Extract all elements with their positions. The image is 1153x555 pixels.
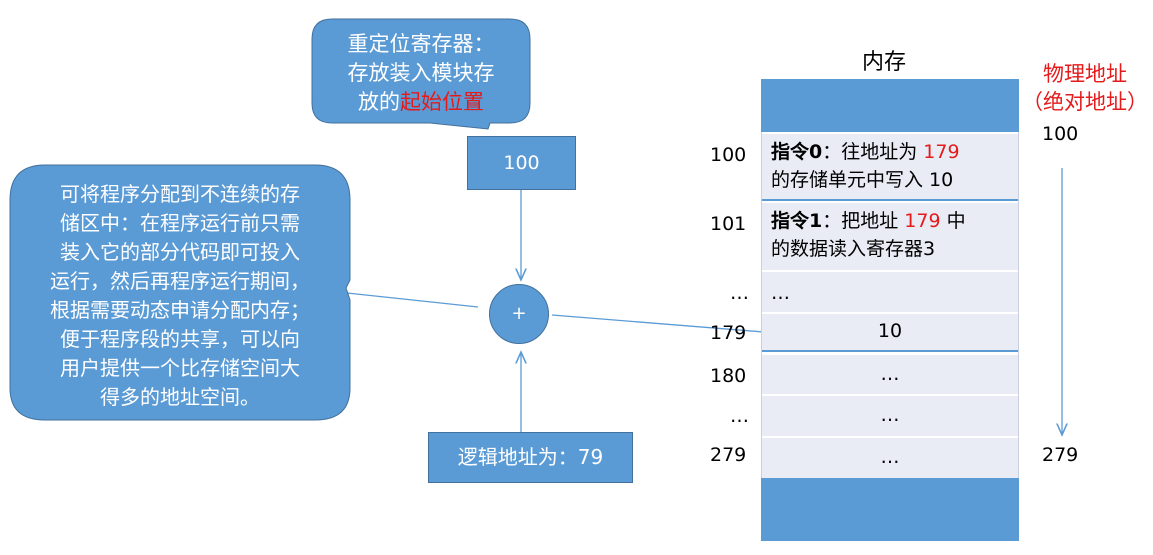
memory-cell-179: 10	[877, 320, 903, 342]
logical-address-box: 逻辑地址为：79	[428, 432, 633, 483]
left-callout-line-2: 储区中：在程序运行前只需	[60, 211, 300, 235]
left-callout-line-5: 根据需要动态申请分配内存；	[50, 298, 310, 322]
instruction-1-line1: 指令1：把地址 179 中	[771, 210, 966, 232]
relocation-callout-line1: 重定位寄存器：	[347, 32, 495, 56]
logical-address-label: 逻辑地址为：79	[457, 445, 604, 469]
memory-row-180: …	[761, 352, 1019, 394]
address-label-279: 279	[710, 444, 747, 466]
address-label-179: 179	[710, 322, 747, 344]
adder-circle: +	[489, 284, 549, 344]
left-callout-line-4: 运行，然后再程序运行期间，	[50, 269, 310, 293]
relocation-callout: 重定位寄存器： 存放装入模块存 放的起始位置	[312, 30, 530, 117]
left-callout-line-7: 用户提供一个比存储空间大	[60, 356, 300, 380]
adder-to-memory-arrow	[551, 314, 776, 333]
memory-row-101: 指令1：把地址 179 中 的数据读入寄存器3	[761, 201, 1019, 270]
relocation-register-box: 100	[467, 136, 576, 190]
physical-address-end: 279	[1042, 444, 1079, 466]
physical-address-start: 100	[1042, 123, 1079, 145]
address-label-ellipsis-1: …	[730, 282, 749, 304]
left-callout-line-8: 得多的地址空间。	[100, 385, 260, 409]
physical-address-title: 物理地址 （绝对地址）	[1020, 60, 1150, 116]
relocation-callout-line3: 放的起始位置	[358, 90, 484, 114]
relocation-callout-line2: 存放装入模块存	[347, 61, 495, 85]
left-callout: 可将程序分配到不连续的存 储区中：在程序运行前只需 装入它的部分代码即可投入 运…	[12, 180, 348, 412]
address-label-100: 100	[710, 144, 747, 166]
left-callout-line-6: 便于程序段的共享，可以向	[60, 327, 300, 351]
memory-title: 内存	[862, 50, 907, 75]
physical-address-title-line1: 物理地址	[1043, 62, 1127, 86]
left-callout-line-1: 可将程序分配到不连续的存	[60, 182, 300, 206]
memory-row-100: 指令0：往地址为 179 的存储单元中写入 10	[761, 132, 1019, 199]
memory-row-ellipsis-2: …	[761, 394, 1019, 436]
memory-cell-279: …	[880, 446, 900, 468]
memory-cell-180: …	[880, 363, 900, 385]
instruction-0-line2: 的存储单元中写入 10	[771, 169, 954, 191]
address-label-180: 180	[710, 365, 747, 387]
memory-row-ellipsis-1: …	[761, 270, 1019, 312]
memory-row-179: 10	[761, 312, 1019, 350]
memory-cell-ellipsis-2: …	[880, 404, 900, 426]
memory-cell-ellipsis-1: …	[771, 282, 790, 304]
address-label-101: 101	[710, 213, 747, 235]
address-label-ellipsis-2: …	[730, 405, 749, 427]
memory-row-279: …	[761, 436, 1019, 478]
adder-symbol: +	[511, 303, 527, 324]
physical-address-title-line2: （绝对地址）	[1022, 90, 1148, 114]
instruction-0-line1: 指令0：往地址为 179	[771, 141, 960, 163]
left-callout-line-3: 装入它的部分代码即可投入	[60, 240, 300, 264]
relocation-register-value: 100	[503, 152, 540, 174]
instruction-1-line2: 的数据读入寄存器3	[771, 238, 936, 260]
callout-pointer-line	[346, 292, 479, 308]
